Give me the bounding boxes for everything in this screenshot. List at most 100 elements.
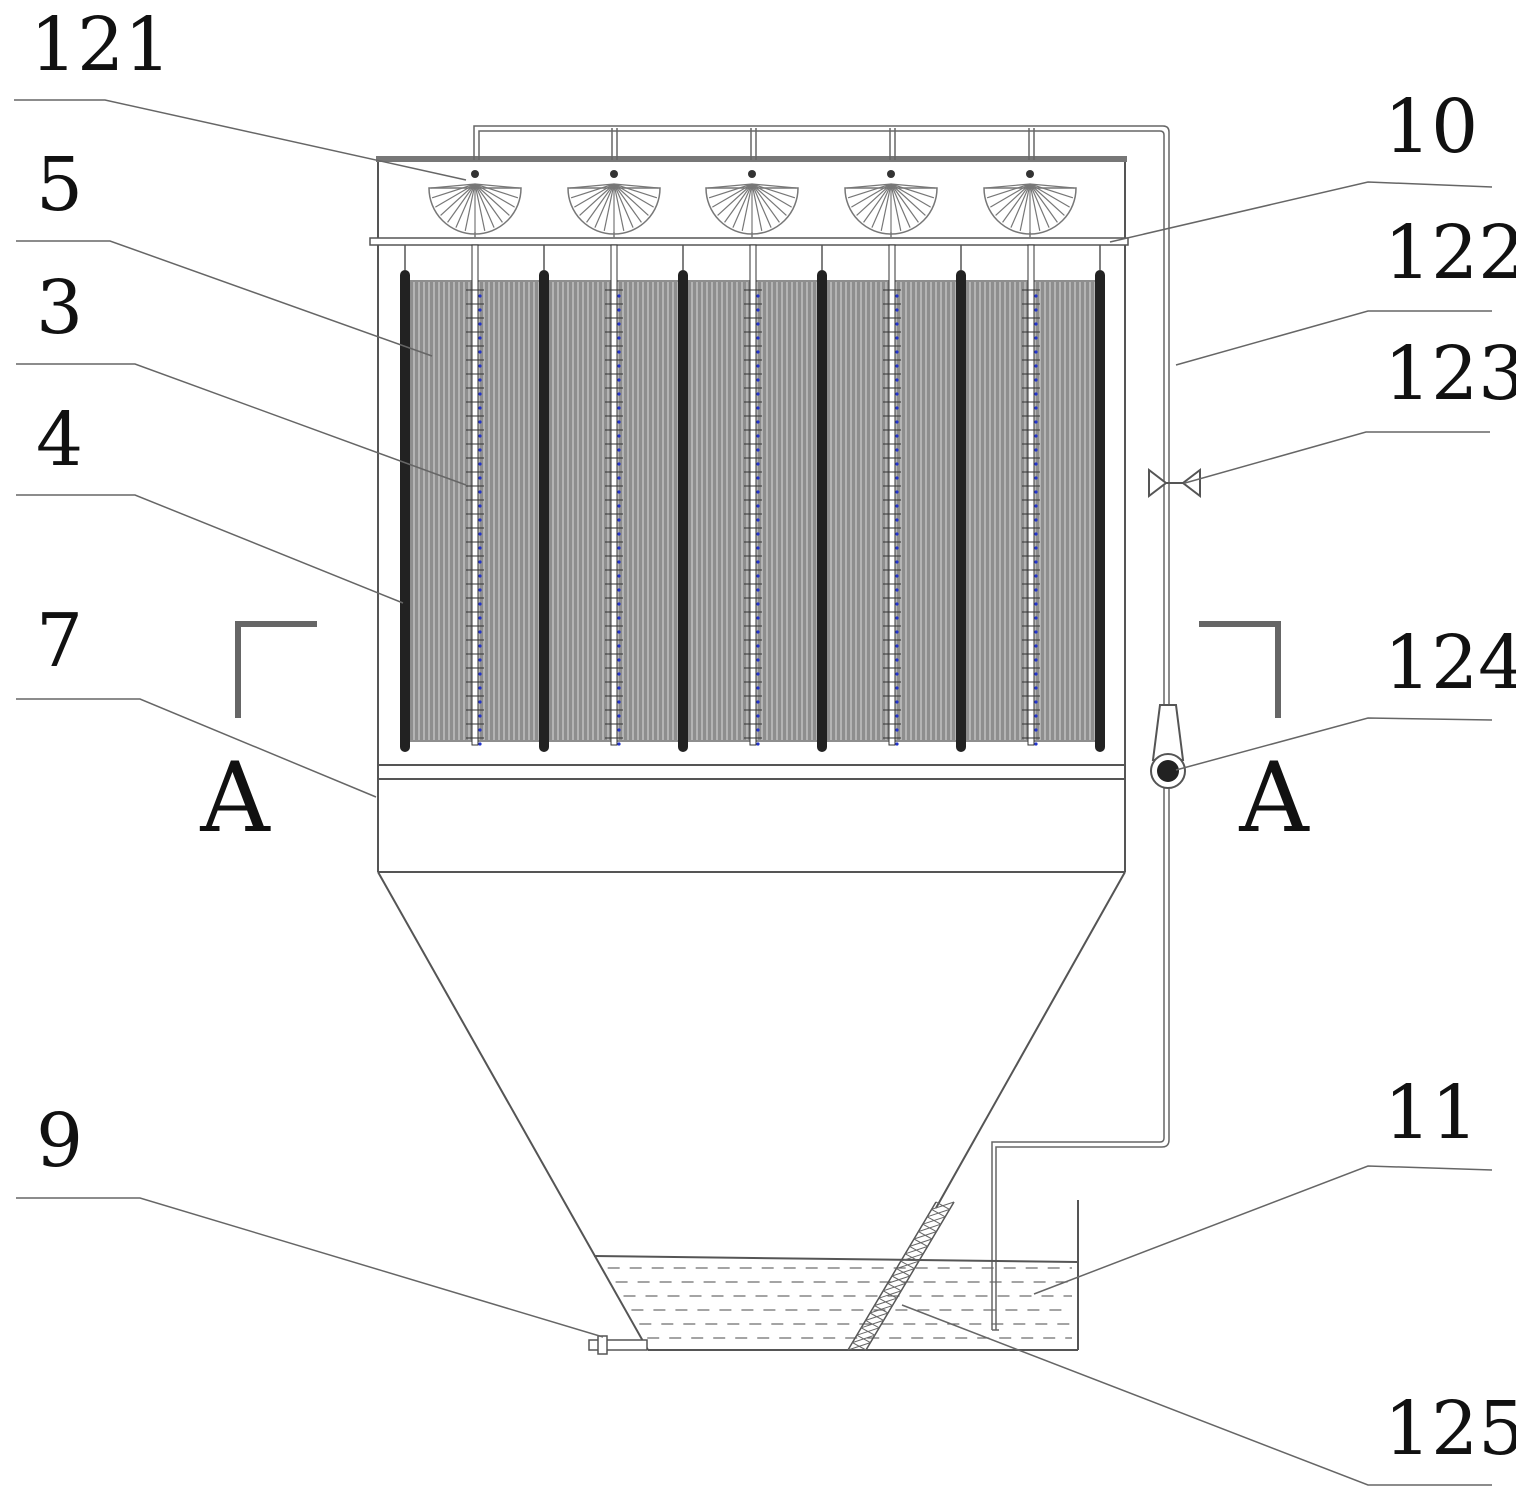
valve: [1148, 467, 1201, 499]
nozzle-jet: [890, 183, 902, 232]
section-bracket-right: [1199, 621, 1281, 718]
electrode-dot: [756, 490, 760, 494]
leader-4: [16, 494, 404, 604]
leader-5: [16, 240, 433, 357]
nozzle-jet: [569, 183, 615, 189]
filter-module: [678, 244, 823, 752]
electrode-dot: [756, 336, 760, 340]
label-123: 123: [1384, 331, 1516, 417]
filter-module: [817, 244, 962, 752]
electrode-dot: [617, 602, 621, 606]
nozzle-jet: [1029, 183, 1065, 216]
electrode-dot: [1034, 532, 1038, 536]
electrode-dot: [1034, 658, 1038, 662]
nozzle-jet: [741, 183, 753, 232]
electrode-dot: [617, 728, 621, 732]
hopper: [377, 871, 1126, 1351]
nozzle-jet: [447, 183, 476, 223]
screen-brace: [913, 1238, 928, 1247]
electrode-dot: [617, 392, 621, 396]
electrode-dot: [1034, 504, 1038, 508]
electrode-dot: [895, 658, 899, 662]
electrode-dot: [895, 448, 899, 452]
electrode-dot: [478, 406, 482, 410]
screen-brace: [896, 1268, 911, 1277]
filter-module: [400, 244, 545, 752]
electrode-dot: [478, 630, 482, 634]
electrode-dot: [756, 742, 760, 746]
electrode-dot: [1034, 434, 1038, 438]
discharge-electrode: [610, 244, 618, 746]
electrode-dot: [895, 728, 899, 732]
nozzle-jet: [995, 183, 1031, 216]
electrode-dot: [756, 448, 760, 452]
nozzle-jet: [1029, 183, 1075, 189]
label-3: 3: [36, 265, 83, 351]
nozzle-jet: [440, 183, 476, 216]
electrode-dot: [617, 644, 621, 648]
nozzle-jet: [1002, 183, 1031, 223]
electrode-dot: [478, 546, 482, 550]
screen-brace: [922, 1223, 937, 1233]
electrode-dot: [478, 560, 482, 564]
electrode-dot: [617, 308, 621, 312]
nozzle-jet: [613, 183, 649, 216]
electrode-dot: [617, 742, 621, 746]
electrode-dot: [617, 630, 621, 634]
nozzle-jet: [474, 183, 510, 216]
section-mark-right: A: [1238, 742, 1310, 854]
nozzle-jet: [474, 183, 519, 199]
nozzle-jet: [474, 183, 520, 189]
nozzle-head: [471, 170, 479, 178]
electrode-dot: [895, 364, 899, 368]
electrode-dot: [1034, 378, 1038, 382]
electrode-dot: [1034, 560, 1038, 564]
electrode-dot: [617, 574, 621, 578]
label-4: 4: [36, 397, 83, 483]
electrode-dot: [478, 322, 482, 326]
electrode-dot: [756, 294, 760, 298]
label-125: 125: [1384, 1386, 1516, 1472]
screen-brace: [900, 1260, 915, 1270]
leader-121: [14, 99, 467, 181]
nozzle-jet: [890, 183, 919, 223]
discharge-electrode: [749, 244, 757, 746]
electrode-dot: [1034, 518, 1038, 522]
electrode-dot: [756, 406, 760, 410]
nozzle-jet: [431, 183, 476, 199]
screen-brace: [869, 1312, 884, 1321]
leader-122: [1175, 310, 1492, 366]
electrode-dot: [617, 378, 621, 382]
nozzle-jet: [613, 183, 654, 208]
nozzle-jet: [586, 183, 615, 223]
nozzle-jet: [613, 183, 658, 199]
nozzle-jet: [474, 183, 486, 232]
nozzle-jet: [863, 183, 892, 223]
nozzle-jet: [751, 183, 792, 208]
electrode-dot: [895, 742, 899, 746]
electrode-dot: [617, 504, 621, 508]
screen-brace: [865, 1319, 880, 1329]
nozzle-jet: [707, 183, 753, 189]
electrode-dot: [478, 294, 482, 298]
spray-nozzle: [844, 170, 938, 238]
electrode-dot: [478, 714, 482, 718]
electrode-dot: [478, 350, 482, 354]
electrode-dot: [617, 560, 621, 564]
electrode-dot: [756, 476, 760, 480]
electrode-dot: [478, 336, 482, 340]
electrode-dot: [756, 308, 760, 312]
screen-brace: [926, 1216, 942, 1225]
electrode-dot: [895, 546, 899, 550]
screen-brace: [878, 1297, 893, 1307]
electrode-dot: [895, 294, 899, 298]
electrode-dot: [1034, 336, 1038, 340]
electrode-dot: [478, 602, 482, 606]
electrode-dot: [617, 588, 621, 592]
leader-125: [901, 1304, 1492, 1486]
electrode-dot: [478, 364, 482, 368]
nozzle-jet: [464, 183, 476, 232]
electrode-dot: [617, 518, 621, 522]
electrode-dot: [1034, 308, 1038, 312]
electrode-dot: [895, 476, 899, 480]
